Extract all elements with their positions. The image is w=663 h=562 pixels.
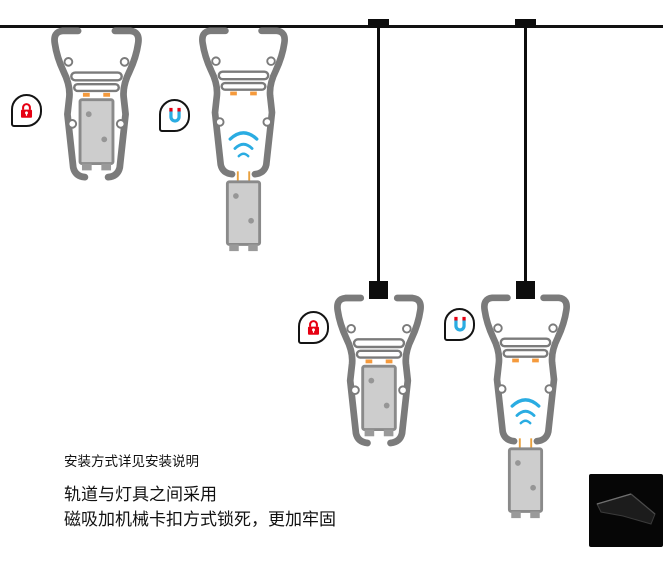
track-clamp xyxy=(516,281,535,299)
magnetic-field-arc xyxy=(233,142,254,150)
contact-pad xyxy=(230,91,237,96)
magnet-badge xyxy=(159,99,190,132)
suspension-wire xyxy=(524,27,527,285)
track-section-surface-magnet xyxy=(196,27,291,253)
contact-pad xyxy=(250,91,257,96)
suspension-wire xyxy=(377,27,380,285)
contact-pad xyxy=(365,359,373,364)
ceiling-line xyxy=(0,25,663,28)
lock-badge xyxy=(298,311,329,344)
track-clamp xyxy=(369,281,388,299)
magnet-icon xyxy=(453,316,466,332)
track-section-suspended-magnet xyxy=(478,294,573,520)
magnet-pole xyxy=(168,107,173,111)
contact-pad xyxy=(512,358,519,363)
magnet-pole xyxy=(453,316,458,320)
contact-pad xyxy=(103,92,111,97)
magnet-body xyxy=(453,319,466,332)
magnet-body xyxy=(168,110,181,123)
lock-badge xyxy=(11,94,42,127)
magnetic-field-arc xyxy=(515,409,536,417)
note-installation-manual: 安装方式详见安装说明 xyxy=(64,454,199,469)
magnetic-field-arc xyxy=(510,398,541,408)
contact-pad xyxy=(82,92,90,97)
lock-icon xyxy=(20,103,33,118)
note-track-fixture-line2: 磁吸加机械卡扣方式锁死，更加牢固 xyxy=(64,510,336,529)
corner-connector-image xyxy=(589,474,663,547)
magnet-icon xyxy=(168,107,181,123)
magnet-pole xyxy=(176,107,181,111)
note-track-fixture-line1: 轨道与灯具之间采用 xyxy=(64,485,217,504)
keyhole xyxy=(25,111,28,115)
magnetic-field-arc xyxy=(519,419,532,425)
keyhole-slot xyxy=(25,113,28,116)
magnetic-field-arc xyxy=(237,152,250,158)
corner-connector-photo xyxy=(589,474,663,547)
contact-pad xyxy=(532,358,539,363)
ceiling-anchor xyxy=(368,19,389,28)
magnetic-field-arc xyxy=(228,131,259,141)
track-section-suspended-lock xyxy=(331,294,427,448)
lock-shackle xyxy=(309,320,318,327)
ceiling-anchor xyxy=(515,19,536,28)
keyhole xyxy=(312,328,315,332)
corner-track-edge xyxy=(630,493,656,515)
track-section-surface-lock xyxy=(48,27,145,182)
magnet-pole xyxy=(461,316,466,320)
contact-pad xyxy=(385,359,393,364)
corner-track-highlight xyxy=(596,493,632,505)
keyhole-slot xyxy=(312,330,315,333)
magnet-badge xyxy=(444,308,475,341)
lock-icon xyxy=(307,320,320,335)
lock-shackle xyxy=(22,103,31,110)
